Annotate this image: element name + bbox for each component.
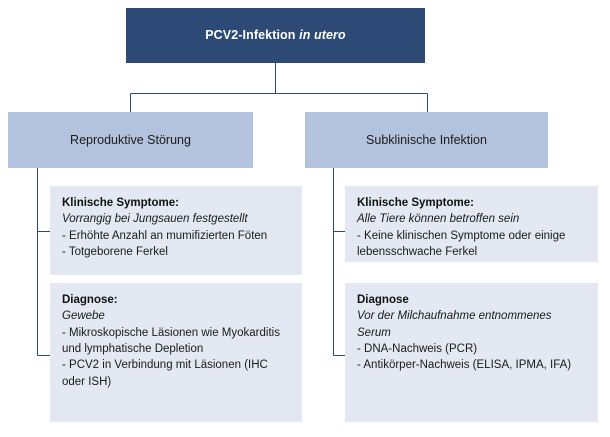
panel-right-diagnosis: Diagnose Vor der Milchaufnahme entnommen…	[345, 283, 598, 422]
panel-right-clinical-symptoms: Klinische Symptome: Alle Tiere können be…	[345, 186, 598, 262]
node-branch-subclinical-infection-label: Subklinische Infektion	[366, 133, 487, 147]
panel-left-diagnosis-item: - PCV2 in Verbindung mit Läsionen (IHC o…	[62, 359, 268, 388]
panel-left-diagnosis: Diagnose: Gewebe - Mikroskopische Läsion…	[50, 283, 302, 422]
node-root-label: PCV2-Infektion in utero	[205, 28, 346, 43]
panel-left-diagnosis-subtitle: Gewebe	[62, 310, 105, 323]
panel-left-symptoms-title: Klinische Symptome:	[62, 197, 179, 209]
panel-left-clinical-symptoms: Klinische Symptome: Vorrangig bei Jungsa…	[50, 186, 302, 275]
panel-right-symptoms-item: - Keine klinischen Symptome oder einige …	[357, 229, 566, 258]
panel-right-symptoms-title: Klinische Symptome:	[357, 197, 474, 209]
panel-right-diagnosis-item: - Antikörper-Nachweis (ELISA, IPMA, IFA)	[357, 359, 572, 372]
panel-right-symptoms-subtitle: Alle Tiere können betroffen sein	[357, 213, 520, 226]
panel-right-diagnosis-item: - DNA-Nachweis (PCR)	[357, 342, 478, 355]
node-branch-reproductive-disorder: Reproduktive Störung	[8, 112, 253, 168]
panel-left-symptoms-item: - Erhöhte Anzahl an mumifizierten Föten	[62, 229, 268, 242]
panel-right-diagnosis-subtitle: Vor der Milchaufnahme entnommenes Serum	[357, 310, 552, 339]
node-branch-subclinical-infection: Subklinische Infektion	[305, 112, 548, 168]
node-branch-reproductive-disorder-label: Reproduktive Störung	[70, 133, 191, 147]
node-root-pcv2-infection: PCV2-Infektion in utero	[126, 8, 425, 63]
node-root-label-italic: in utero	[299, 28, 346, 42]
node-root-label-plain: PCV2-Infektion	[205, 28, 296, 42]
panel-left-symptoms-item: - Totgeborene Ferkel	[62, 245, 168, 258]
panel-right-diagnosis-title: Diagnose	[357, 294, 409, 306]
panel-left-diagnosis-item: - Mikroskopische Läsionen wie Myokarditi…	[62, 326, 280, 355]
panel-left-symptoms-subtitle: Vorrangig bei Jungsauen festgestellt	[62, 213, 248, 226]
panel-left-diagnosis-title: Diagnose:	[62, 294, 118, 306]
